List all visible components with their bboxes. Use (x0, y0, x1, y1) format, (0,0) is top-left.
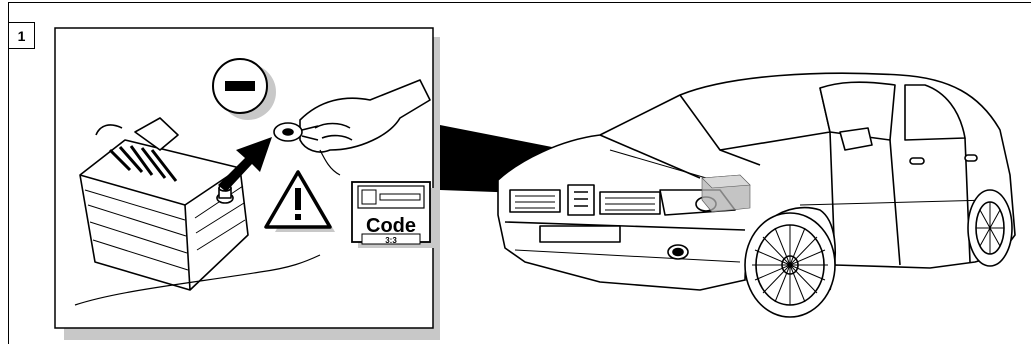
battery-location-highlight (702, 175, 750, 212)
code-sub-label: 3:3 (385, 236, 397, 245)
radio-code-card: Code 3:3 (352, 182, 438, 248)
battery-inset-panel: Code 3:3 (55, 28, 440, 340)
car-hatchback-illustration (498, 73, 1015, 317)
